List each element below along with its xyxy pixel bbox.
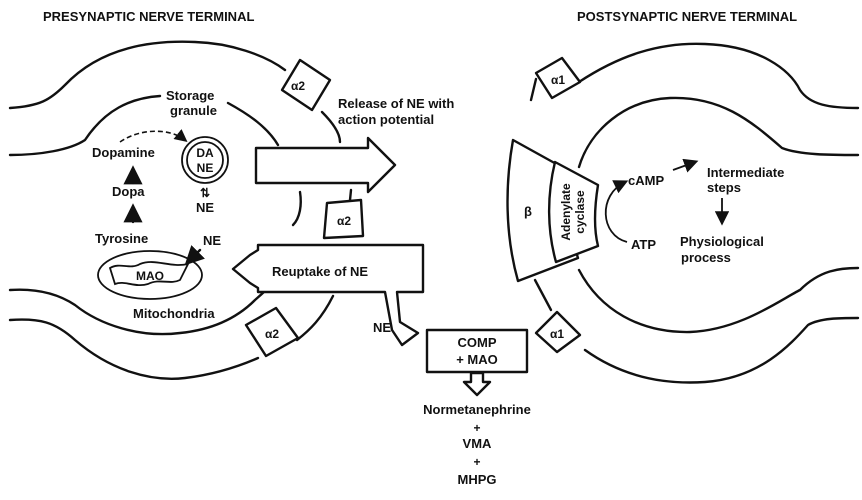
reuptake-arrow xyxy=(231,243,425,347)
mitochondria-ne-label: NE xyxy=(203,233,221,248)
intermediate-label-1: Intermediate xyxy=(707,165,784,180)
adenylate-cyclase: Adenylate cyclase xyxy=(547,160,600,264)
presynaptic-outer-membrane xyxy=(8,40,342,380)
free-ne-label: NE xyxy=(196,200,214,215)
postsynaptic-title: POSTSYNAPTIC NERVE TERMINAL xyxy=(577,9,797,24)
svg-text:β: β xyxy=(524,204,532,219)
mitochondria-label: Mitochondria xyxy=(133,306,215,321)
atp-label: ATP xyxy=(631,237,656,252)
svg-text:α2: α2 xyxy=(291,79,305,93)
storage-granule-label-1: Storage xyxy=(166,88,214,103)
svg-text:α2: α2 xyxy=(265,327,279,341)
physiological-label-1: Physiological xyxy=(680,234,764,249)
tyrosine-label: Tyrosine xyxy=(95,231,148,246)
release-label-2: action potential xyxy=(338,112,434,127)
mitochondria: MAO xyxy=(97,250,203,300)
atp-to-camp-arrow xyxy=(604,180,629,243)
release-arrow xyxy=(254,136,397,194)
svg-text:cyclase: cyclase xyxy=(573,190,587,234)
normetanephrine-label: Normetanephrine xyxy=(423,402,531,417)
postsynaptic-membrane xyxy=(529,42,860,384)
svg-text:Adenylate: Adenylate xyxy=(559,183,573,241)
mhpg-label: MHPG xyxy=(458,472,497,487)
camp-arrow xyxy=(672,158,699,173)
intermediate-label-2: steps xyxy=(707,180,741,195)
connector xyxy=(348,188,353,202)
svg-text:α1: α1 xyxy=(550,327,564,341)
plus-sign: + xyxy=(473,421,480,435)
alpha2-receptor-bottom: α2 xyxy=(244,306,300,358)
storage-granule-label-2: granule xyxy=(170,103,217,118)
svg-text:NE: NE xyxy=(197,161,214,175)
dopa-label: Dopa xyxy=(112,184,145,199)
reuptake-label: Reuptake of NE xyxy=(272,264,368,279)
alpha2-receptor-middle: α2 xyxy=(322,198,365,240)
equilibrium-arrows: ⇅ xyxy=(200,186,210,200)
presynaptic-title: PRESYNAPTIC NERVE TERMINAL xyxy=(43,9,254,24)
release-label-1: Release of NE with xyxy=(338,96,454,111)
dashed-arrow xyxy=(119,129,188,143)
alpha1-receptor-bottom: α1 xyxy=(534,310,582,354)
svg-text:α1: α1 xyxy=(551,73,565,87)
camp-label: cAMP xyxy=(628,173,664,188)
mao-label: MAO xyxy=(136,269,164,283)
down-hollow-arrow xyxy=(462,371,492,397)
plus-sign: + xyxy=(473,455,480,469)
svg-text:+ MAO: + MAO xyxy=(456,352,498,367)
storage-granule: DA NE xyxy=(181,136,229,184)
alpha2-receptor-top: α2 xyxy=(280,58,332,112)
vma-label: VMA xyxy=(463,436,493,451)
alpha1-receptor-top: α1 xyxy=(534,56,582,100)
dopamine-label: Dopamine xyxy=(92,145,155,160)
metabolism-enzyme-box: COMP + MAO xyxy=(425,328,529,374)
svg-text:α2: α2 xyxy=(337,214,351,228)
physiological-label-2: process xyxy=(681,250,731,265)
svg-text:COMP: COMP xyxy=(458,335,497,350)
svg-text:DA: DA xyxy=(196,146,214,160)
diffuse-ne-label: NE xyxy=(373,320,391,335)
